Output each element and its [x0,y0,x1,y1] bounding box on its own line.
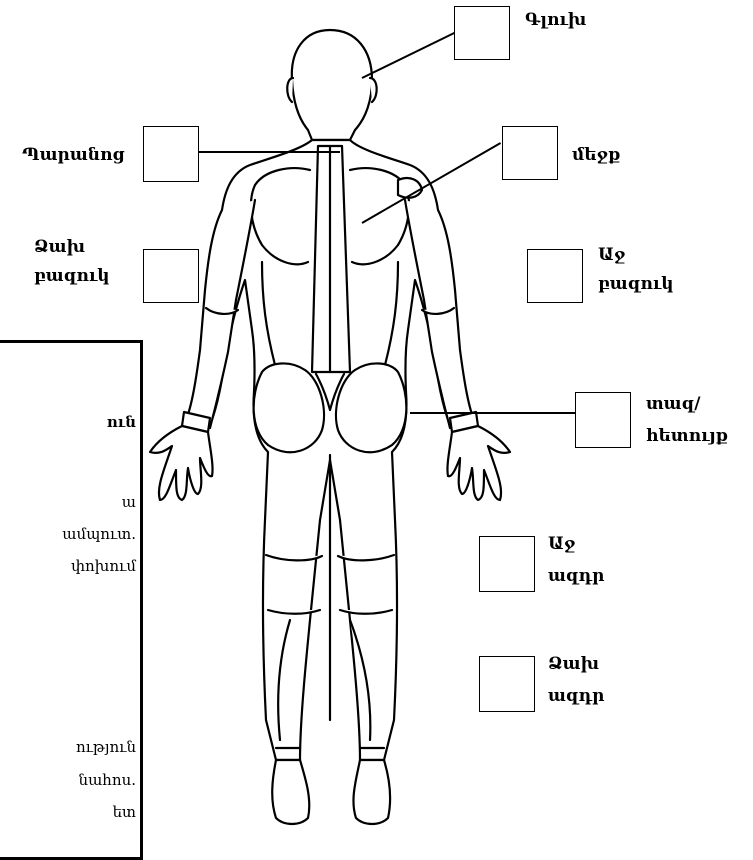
left-arm-label-line2: բազուկ [34,264,110,288]
head-label: Գլուխ [525,8,586,32]
leader-line-shoulders [197,151,340,153]
back-checkbox[interactable] [502,126,558,180]
left-arm-label-line1: Ձախ [34,235,85,259]
right-leg-label-line2: ազդր [548,564,604,588]
pelvis-checkbox[interactable] [575,392,631,448]
left-leg-label-line1: Ձախ [548,652,599,676]
shoulders-checkbox[interactable] [143,126,199,182]
leader-line-pelvis [410,412,578,414]
legend-line: ուն [107,413,136,431]
right-leg-checkbox[interactable] [479,536,535,592]
pelvis-label-line2: հետույք [646,424,728,448]
legend-line: ա [122,493,136,511]
left-leg-label-line2: ազդր [548,684,604,708]
left-leg-checkbox[interactable] [479,656,535,712]
legend-line: ամպուտ. [62,525,136,543]
body-diagram: Գլուխ Պարանոց մեջք Ձախ բազուկ Աջ բազուկ … [0,0,753,842]
pelvis-label-line1: տազ/ [646,392,700,416]
head-checkbox[interactable] [454,6,510,60]
right-arm-label-line2: բազուկ [598,272,674,296]
right-leg-label-line1: Աջ [548,532,575,556]
back-label: մեջք [572,143,621,167]
legend-line: փոխում [71,557,136,575]
legend-line: ետ [113,803,136,821]
legend-line: ություն [76,738,136,756]
legend-line: նահոս. [79,771,136,789]
left-arm-checkbox[interactable] [143,249,199,303]
right-arm-label-line1: Աջ [598,243,625,267]
right-arm-checkbox[interactable] [527,249,583,303]
legend-panel: ուն ա ամպուտ. փոխում ություն նահոս. ետ [0,340,143,860]
shoulders-label: Պարանոց [22,143,125,167]
